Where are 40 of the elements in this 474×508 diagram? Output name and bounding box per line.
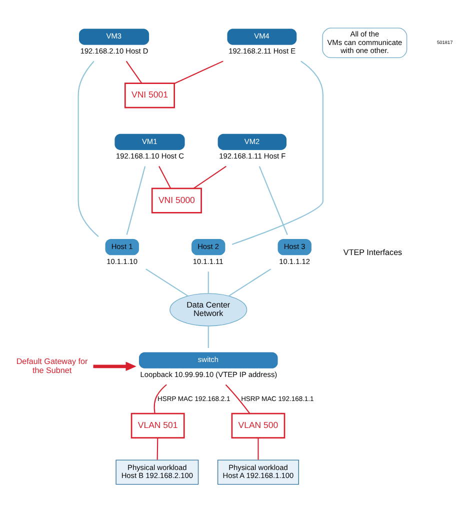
connector (158, 166, 172, 188)
node-box: VNI 5000 (151, 187, 202, 213)
node-box: All of the VMs can communicate with one other. (322, 27, 408, 58)
connector (193, 165, 226, 188)
connector (156, 437, 158, 460)
node-box: Physical workload Host B 192.168.2.100 (116, 459, 199, 484)
connector (232, 60, 324, 244)
node-box: VM2 (218, 133, 287, 150)
arrow (93, 361, 136, 371)
connector (208, 271, 209, 294)
node-box: Host 1 (105, 238, 139, 255)
node-label: 10.1.1.10 (106, 256, 138, 266)
node-label: 10.1.1.12 (279, 256, 310, 266)
connector (126, 60, 142, 84)
node-box: switch (138, 352, 278, 368)
node-box: VLAN 501 (130, 412, 185, 438)
node-box: VM3 (78, 28, 150, 44)
connector (146, 268, 188, 296)
node-box: VM4 (227, 28, 297, 44)
node-label: 192.168.2.10 Host D (80, 46, 148, 56)
node-label: 192.168.1.10 Host C (116, 151, 184, 160)
node-label: Loopback 10.99.99.10 (VTEP IP address) (140, 370, 278, 379)
connector (258, 166, 288, 234)
connector (225, 384, 250, 414)
connector (258, 437, 259, 460)
node-box: Host 2 (192, 238, 226, 255)
node-box: VNI 5001 (124, 82, 176, 108)
node-box: Host 3 (278, 238, 312, 255)
connector (78, 60, 99, 236)
node-label: 192.168.1.11 Host F (219, 151, 286, 160)
node-label: 10.1.1.11 (192, 256, 224, 266)
node-box: VM1 (114, 133, 185, 150)
connector (126, 166, 146, 234)
connector (228, 268, 272, 296)
node-box: VLAN 500 (231, 412, 286, 438)
connector (208, 326, 209, 348)
node-box: Physical workload Host A 192.168.1.100 (217, 459, 299, 484)
connector (174, 60, 224, 84)
node-label: 192.168.2.11 Host E (228, 46, 296, 56)
connector (154, 384, 167, 413)
